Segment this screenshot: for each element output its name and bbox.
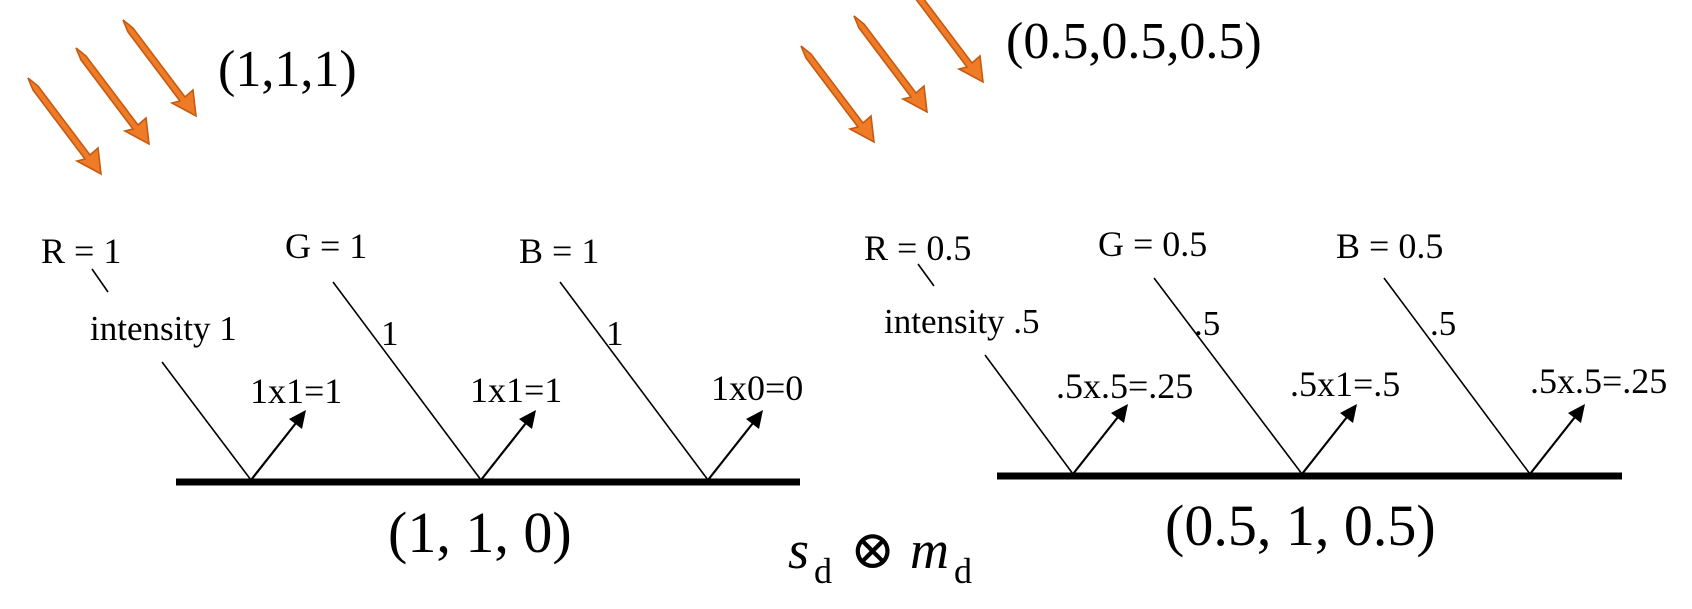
right-b-incident-label: .5 [1430, 304, 1456, 343]
right-channel-r-label: R = 0.5 [864, 228, 971, 268]
left-b-incident-label: 1 [606, 314, 624, 353]
left-g-reflected-ray [480, 422, 527, 481]
right-channel-b-label: B = 0.5 [1336, 226, 1443, 266]
formula-m: m [910, 520, 949, 580]
right-g-incident-ray [1153, 277, 1303, 475]
right-g-result-label: .5x1=.5 [1290, 364, 1400, 404]
arrowhead-icon [1111, 404, 1128, 423]
right-r-incident-label: intensity .5 [884, 302, 1040, 341]
left-light-label: (1,1,1) [218, 41, 357, 98]
right-b-reflected-ray [1529, 416, 1576, 475]
left-light-arrows [27, 19, 197, 176]
right-g-reflected-ray [1301, 416, 1348, 475]
right-b-incident-ray [1383, 277, 1531, 475]
left-r-reflected-ray [250, 422, 297, 481]
right-g-incident-label: .5 [1194, 304, 1220, 343]
right-material-label: (0.5, 1, 0.5) [1165, 493, 1436, 558]
left-channel-g-label: G = 1 [285, 226, 367, 266]
right-r-reflected-ray [1072, 416, 1119, 475]
left-b-reflected-ray [707, 422, 754, 481]
light-arrow-icon [915, 0, 984, 84]
formula: s d ⊗ m d [788, 520, 972, 591]
light-arrow-icon [27, 77, 102, 176]
left-g-incident-ray [332, 281, 482, 481]
formula-s: s [788, 520, 809, 580]
right-r-incident-ray [984, 354, 1074, 475]
light-arrow-icon [122, 19, 197, 118]
left-channel-b-label: B = 1 [519, 231, 599, 271]
left-channel-r-label: R = 1 [41, 231, 121, 271]
arrowhead-icon [1568, 404, 1585, 423]
left-r-result-label: 1x1=1 [250, 371, 342, 411]
light-arrow-icon [75, 47, 150, 146]
formula-s-subscript: d [814, 551, 832, 591]
left-g-result-label: 1x1=1 [470, 370, 562, 410]
right-r-result-label: .5x.5=.25 [1056, 366, 1193, 406]
left-r-incident-label: intensity 1 [90, 309, 237, 348]
left-b-incident-ray [559, 281, 709, 481]
left-r-incident-ray [161, 361, 252, 481]
left-b-result-label: 1x0=0 [711, 368, 803, 408]
arrowhead-icon [519, 410, 536, 429]
left-r-leader-line [91, 268, 109, 293]
formula-m-subscript: d [954, 551, 972, 591]
right-channel-g-label: G = 0.5 [1098, 224, 1207, 264]
right-b-result-label: .5x.5=.25 [1530, 361, 1667, 401]
formula-tensor-operator: ⊗ [850, 520, 895, 580]
arrowhead-icon [289, 410, 306, 429]
left-material-label: (1, 1, 0) [388, 500, 572, 565]
right-light-arrows [800, 0, 984, 144]
light-arrow-icon [800, 45, 875, 144]
left-g-incident-label: 1 [381, 314, 399, 353]
arrowhead-icon [746, 410, 763, 429]
right-light-label: (0.5,0.5,0.5) [1006, 13, 1262, 70]
right-r-leader-line [917, 263, 935, 287]
arrowhead-icon [1340, 404, 1357, 423]
light-arrow-icon [853, 15, 928, 114]
